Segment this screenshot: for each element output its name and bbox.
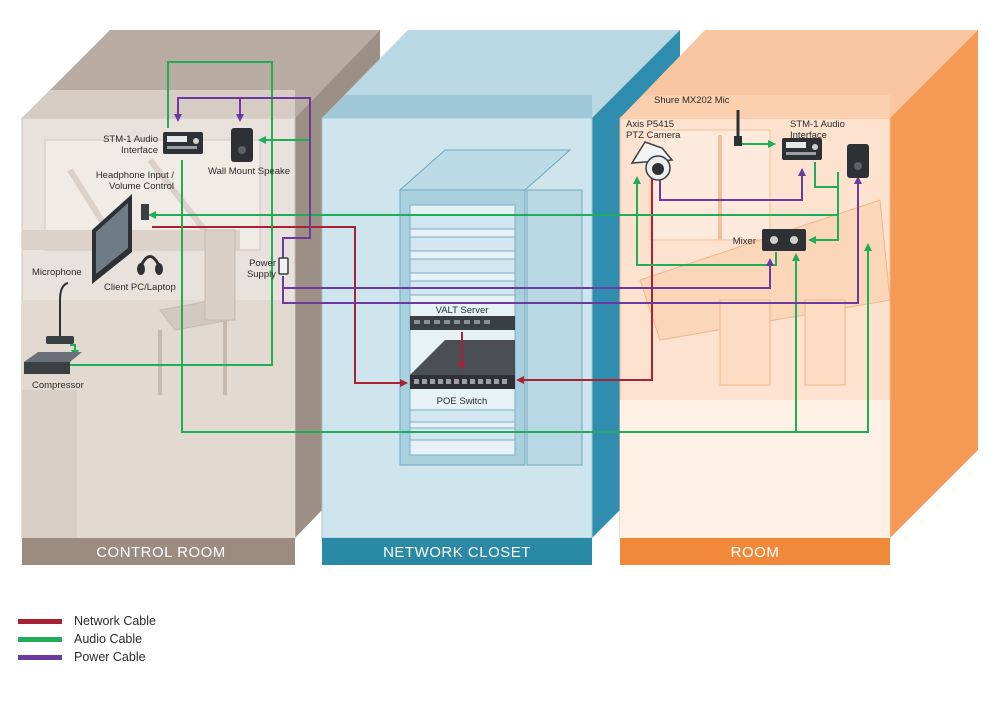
power-cable-mixer: [282, 258, 774, 289]
headphone-jack-icon: [141, 204, 149, 220]
wall-speaker-label: Wall Mount Speake: [208, 166, 290, 177]
network-closet-label: NETWORK CLOSET: [383, 544, 531, 561]
control-room-band: [22, 538, 295, 565]
stm-right-label-2: Interface: [790, 130, 827, 141]
headphones-icon: [137, 255, 163, 275]
room-band: [620, 538, 890, 565]
speaker-icon: [231, 128, 253, 162]
legend-label-audio: Audio Cable: [74, 632, 143, 646]
stm-left-label-2: Interface: [121, 145, 158, 156]
valt-server-label: VALT Server: [436, 305, 489, 316]
power-cable-stm-right: [659, 168, 806, 201]
poe-switch-label: POE Switch: [437, 396, 488, 407]
legend-item-audio: Audio Cable: [18, 630, 156, 648]
compressor-label: Compressor: [32, 380, 84, 391]
stm-audio-interface-left: [163, 132, 203, 154]
room: ROOM: [619, 30, 978, 565]
device-labels: STM-1 Audio Interface Wall Mount Speake …: [32, 95, 845, 407]
legend: Network Cable Audio Cable Power Cable: [18, 612, 156, 666]
headphone-label-2: Volume Control: [109, 181, 174, 192]
valt-server-icon: [410, 316, 515, 330]
stm-left-label-1: STM-1 Audio: [103, 134, 158, 145]
headphone-label-1: Headphone Input /: [96, 170, 175, 181]
legend-swatch-power: [18, 654, 62, 660]
compressor-icon: [24, 352, 82, 374]
power-cable-stm: [174, 97, 240, 122]
stm-right-label-1: STM-1 Audio: [790, 119, 845, 130]
mixer-label: Mixer: [733, 236, 756, 247]
axis-camera-label-1: Axis P5415: [626, 119, 674, 130]
audio-cable-mixer-camera: [633, 176, 777, 266]
shure-mic-label: Shure MX202 Mic: [654, 95, 730, 106]
power-cable-supply: [240, 97, 311, 258]
control-room: CONTROL ROOM: [21, 30, 380, 565]
legend-label-network: Network Cable: [74, 614, 156, 628]
legend-swatch-audio: [18, 636, 62, 642]
microphone-label: Microphone: [32, 267, 82, 278]
axis-camera-label-2: PTZ Camera: [626, 130, 681, 141]
cables: [70, 61, 872, 433]
wall-speaker-left: [231, 128, 253, 162]
legend-swatch-network: [18, 618, 62, 624]
mixer-icon: [762, 229, 806, 251]
network-cable-control: [152, 226, 408, 387]
power-supply-icon: [278, 257, 289, 275]
audio-cable-long: [181, 160, 872, 433]
legend-item-network: Network Cable: [18, 612, 156, 630]
room-label: ROOM: [731, 544, 780, 561]
audio-cable-stm-mixer: [808, 162, 839, 244]
audio-cable-compressor: [70, 61, 273, 366]
power-supply-label-1: Power: [249, 258, 276, 269]
network-cable-camera: [516, 168, 653, 384]
room-speaker: [847, 144, 869, 178]
power-supply-label-2: Supply: [247, 269, 276, 280]
ptz-camera-icon: [630, 141, 674, 181]
client-pc-label: Client PC/Laptop: [104, 282, 176, 293]
power-cable-room-speaker: [282, 176, 862, 304]
control-room-label: CONTROL ROOM: [96, 544, 226, 561]
legend-label-power: Power Cable: [74, 650, 146, 664]
legend-item-power: Power Cable: [18, 648, 156, 666]
client-pc: [92, 194, 132, 284]
network-closet-band: [322, 538, 592, 565]
stm-audio-interface-right: [782, 138, 822, 160]
speaker-right-icon: [847, 144, 869, 178]
shure-mic-icon: [734, 110, 742, 146]
microphone-icon: [46, 282, 74, 344]
